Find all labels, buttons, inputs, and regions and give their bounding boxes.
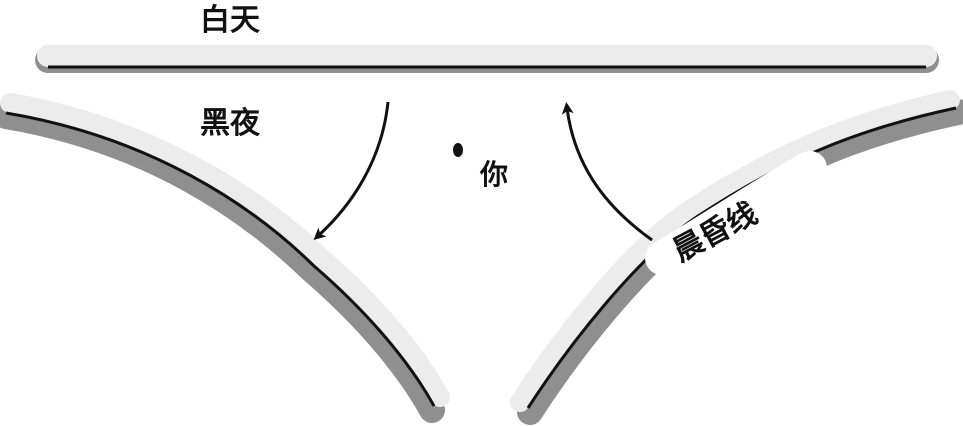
terminator-band — [510, 90, 963, 425]
you-marker-dot — [453, 143, 463, 157]
you-label: 你 — [479, 158, 508, 191]
arrow-day-to-night — [313, 101, 390, 241]
horizon-band — [35, 45, 939, 73]
left-curve-band — [0, 93, 450, 423]
terminator-label-backing — [645, 151, 827, 275]
arrow-night-to-day — [561, 102, 653, 242]
day-label: 白天 — [200, 3, 260, 38]
night-label: 黑夜 — [200, 106, 261, 141]
